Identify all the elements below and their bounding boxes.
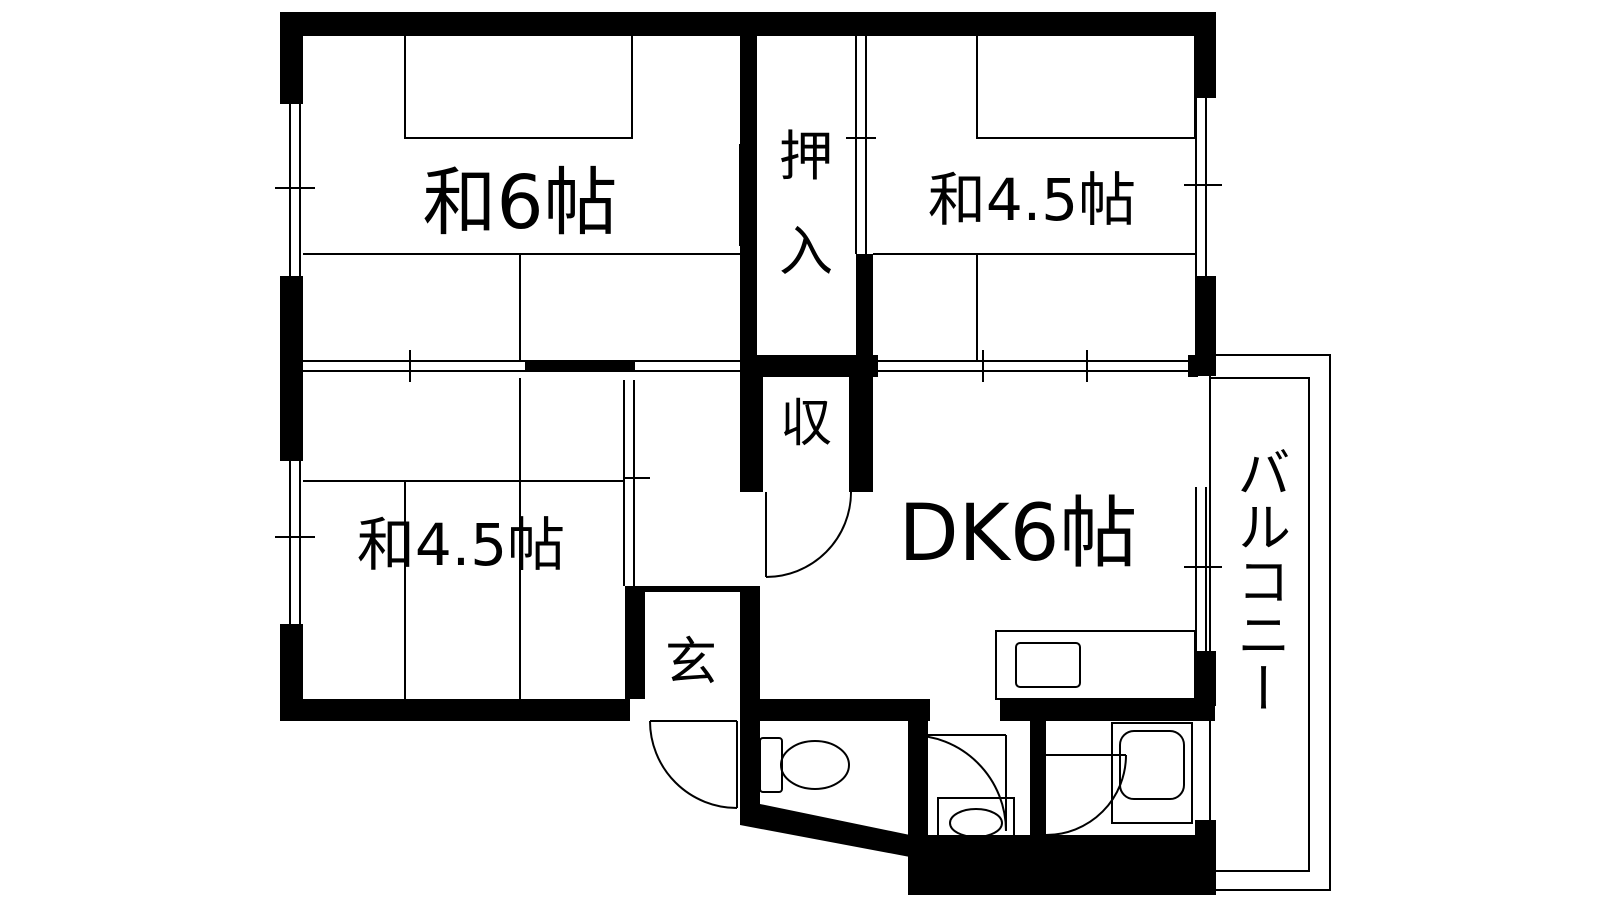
balcony-outline (1209, 354, 1331, 891)
room-label-washitsu-45-lower: 和4.5帖 (357, 511, 565, 579)
toilet-icon (759, 737, 850, 793)
room-label-genkan: 玄 (665, 633, 717, 693)
room-label-balcony: バルコニー (1228, 445, 1291, 715)
sliding-door-tracks (303, 36, 1195, 586)
room-label-oshiire-1: 押 (779, 125, 833, 188)
room-label-shuno: 収 (780, 394, 832, 454)
room-label-oshiire-2: 入 (779, 220, 833, 283)
room-label-washitsu-6: 和6帖 (422, 160, 617, 246)
bathtub-icon (1111, 722, 1193, 824)
washbasin-icon (937, 797, 1015, 844)
fittings (530, 144, 748, 366)
doors (649, 491, 1127, 878)
room-label-dk: DK6帖 (899, 489, 1138, 579)
windows (275, 98, 1222, 651)
walls (280, 12, 1216, 895)
wet-area-voids (928, 721, 1195, 835)
kitchen-sink-icon (995, 630, 1196, 700)
tatami-lines (303, 36, 1196, 699)
room-label-washitsu-45-upper: 和4.5帖 (928, 166, 1136, 234)
